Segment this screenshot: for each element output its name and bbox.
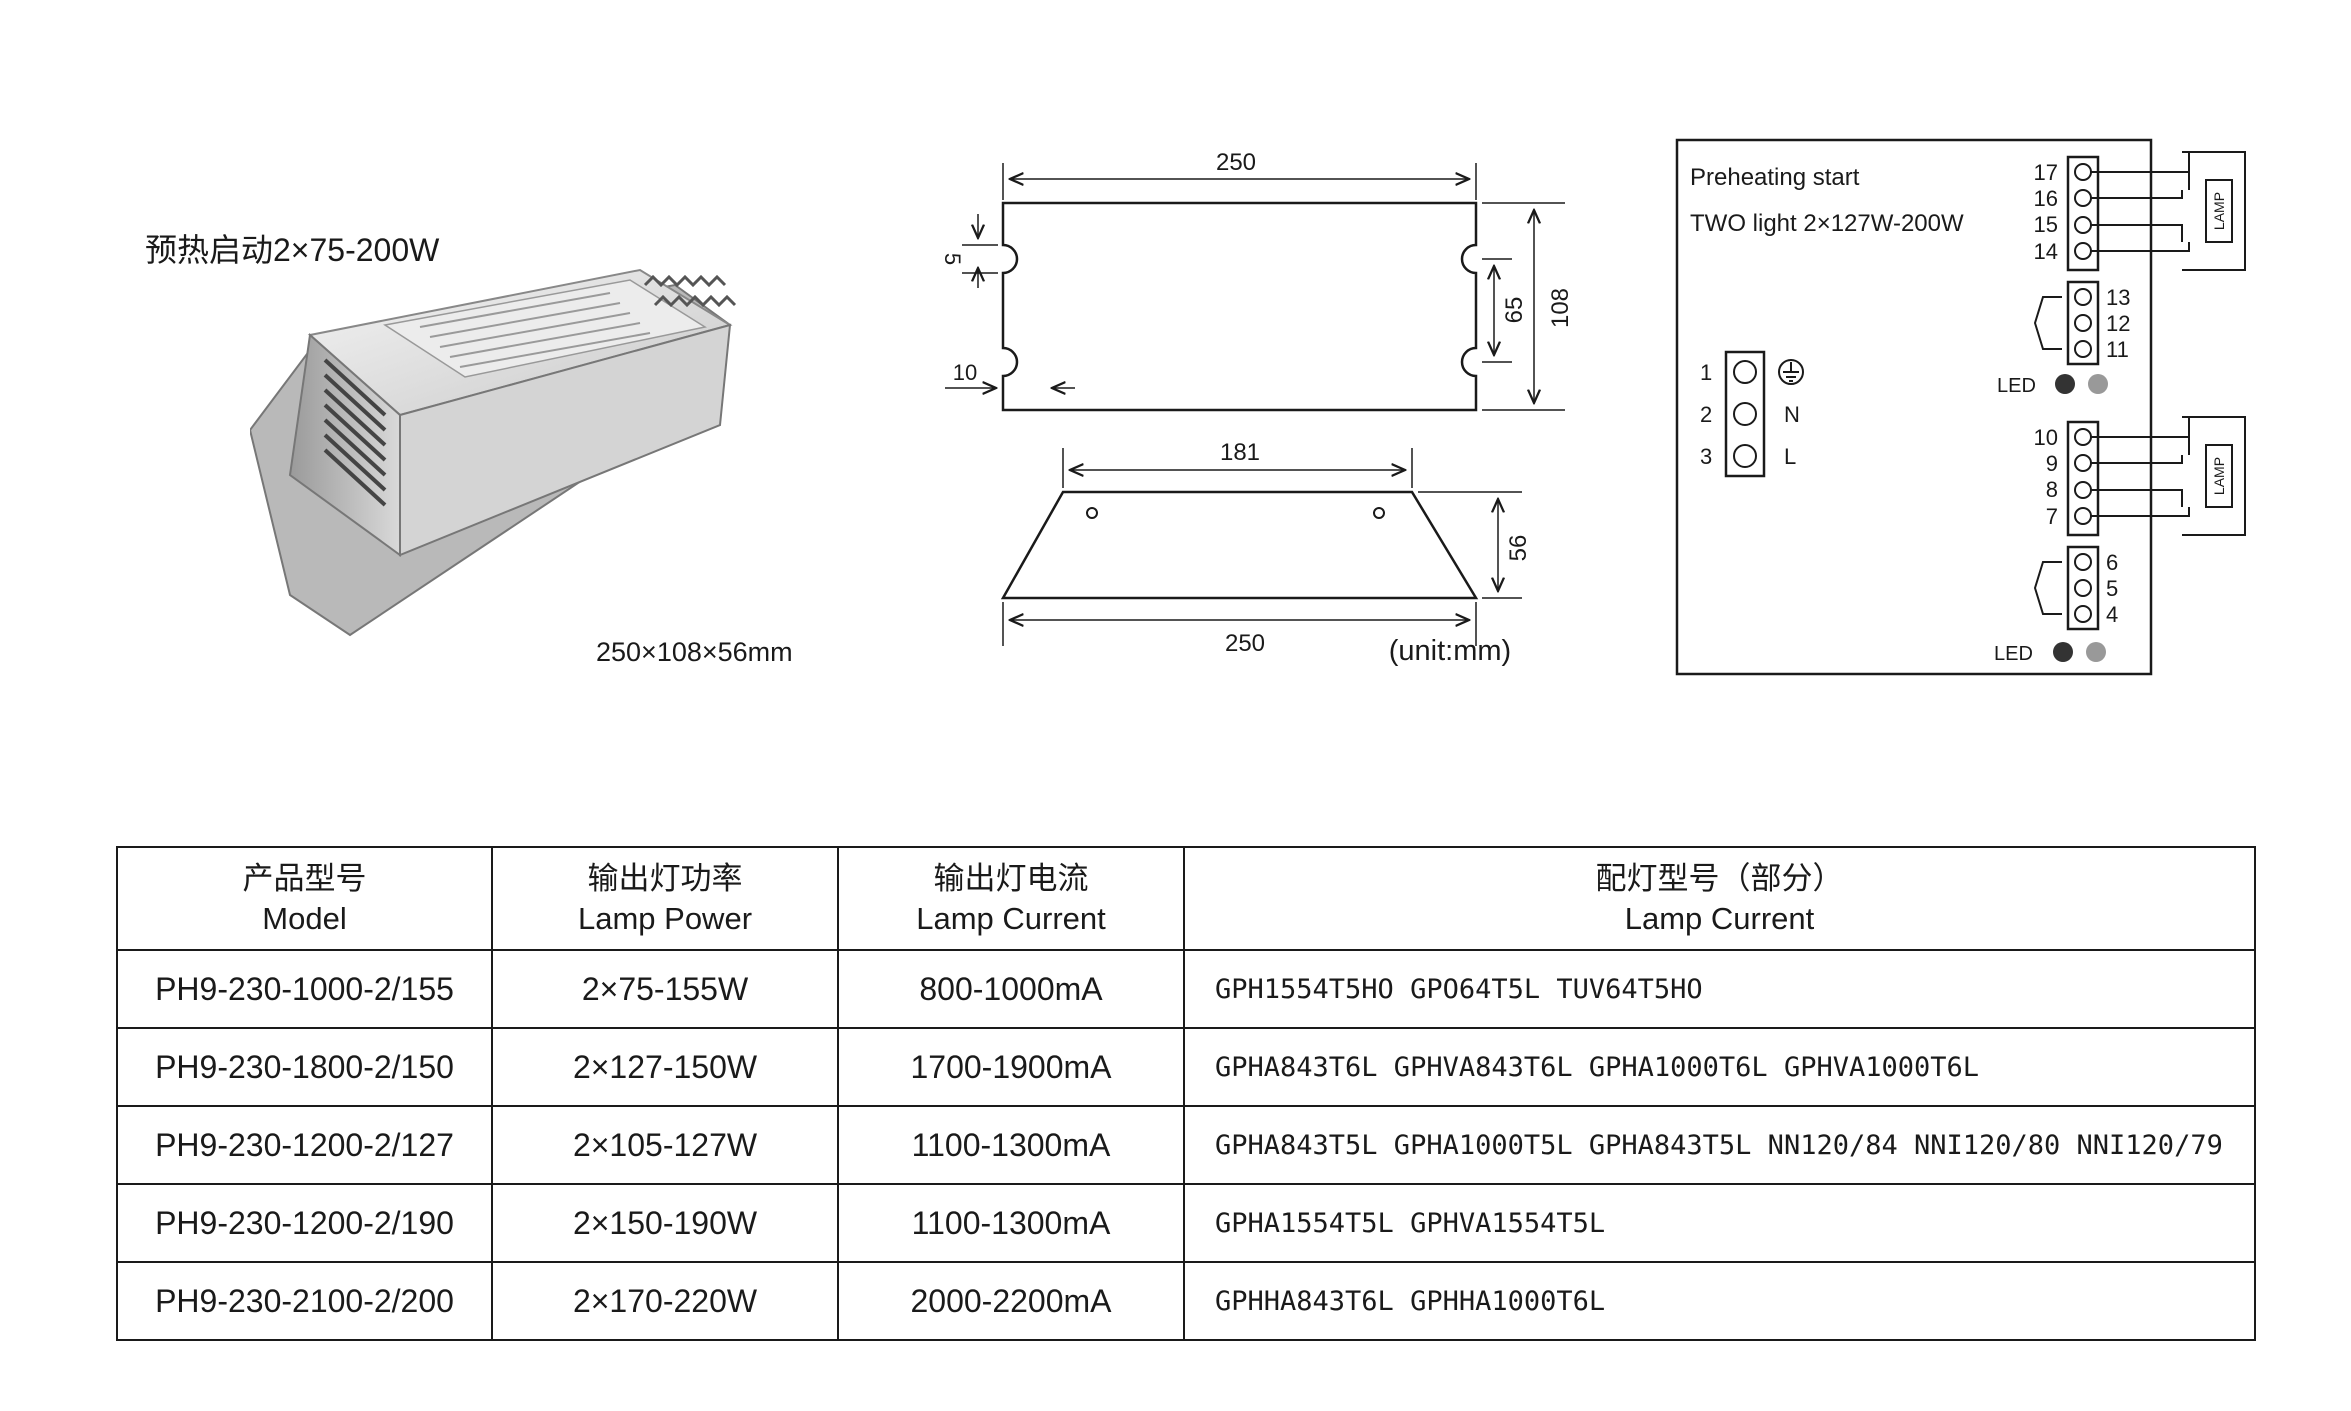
cell-lamps: GPHA1554T5L GPHVA1554T5L xyxy=(1183,1183,2256,1263)
led-indicator-on-upper xyxy=(2055,374,2075,394)
wiring-subtitle: TWO light 2×127W-200W xyxy=(1690,210,1964,237)
dim-height: 56 xyxy=(1505,535,1532,562)
side-view-outline xyxy=(1000,490,1479,600)
pin-16: 16 xyxy=(2034,186,2058,211)
led-indicator-off-upper xyxy=(2088,374,2108,394)
table-row: PH9-230-1200-2/127 2×105-127W 1100-1300m… xyxy=(116,1105,2256,1185)
table-row: PH9-230-2100-2/200 2×170-220W 2000-2200m… xyxy=(116,1261,2256,1341)
table-row: PH9-230-1200-2/190 2×150-190W 1100-1300m… xyxy=(116,1183,2256,1263)
pin-13: 13 xyxy=(2106,285,2130,310)
cell-power: 2×150-190W xyxy=(491,1183,839,1263)
cell-model: PH9-230-2100-2/200 xyxy=(116,1261,493,1341)
cell-current: 2000-2200mA xyxy=(837,1261,1185,1341)
cell-current: 800-1000mA xyxy=(837,949,1185,1029)
product-dimensions: 250×108×56mm xyxy=(596,637,793,667)
cell-lamps: GPHA843T5L GPHA1000T5L GPHA843T5L NN120/… xyxy=(1183,1105,2256,1185)
cell-lamps: GPHA843T6L GPHVA843T6L GPHA1000T6L GPHVA… xyxy=(1183,1027,2256,1107)
pin-4: 4 xyxy=(2106,602,2118,627)
pin-9: 9 xyxy=(2046,451,2058,476)
input-label-l: L xyxy=(1784,444,1796,469)
dim-top-length: 181 xyxy=(1220,439,1260,466)
pin-12: 12 xyxy=(2106,311,2130,336)
pin-15: 15 xyxy=(2034,212,2058,237)
wiring-title: Preheating start xyxy=(1690,164,1860,191)
pin-8: 8 xyxy=(2046,477,2058,502)
cell-power: 2×127-150W xyxy=(491,1027,839,1107)
cell-current: 1100-1300mA xyxy=(837,1183,1185,1263)
cell-model: PH9-230-1200-2/190 xyxy=(116,1183,493,1263)
wiring-diagram-frame xyxy=(1675,138,2153,676)
cell-power: 2×170-220W xyxy=(491,1261,839,1341)
ground-icon xyxy=(1778,359,1804,385)
input-label-n: N xyxy=(1784,402,1800,427)
dim-length-top: 250 xyxy=(1216,149,1256,176)
cell-current: 1100-1300mA xyxy=(837,1105,1185,1185)
unit-label: (unit:mm) xyxy=(1389,635,1511,667)
pin-3: 3 xyxy=(1700,444,1712,469)
lamp-label-upper: LAMP xyxy=(2211,192,2227,230)
dim-width: 108 xyxy=(1547,288,1574,328)
dim-slot-spacing: 65 xyxy=(1501,297,1528,324)
table-row: PH9-230-1800-2/150 2×127-150W 1700-1900m… xyxy=(116,1027,2256,1107)
pin-1: 1 xyxy=(1700,360,1712,385)
product-title: 预热启动2×75-200W xyxy=(145,232,440,268)
lamp-label-lower: LAMP xyxy=(2211,457,2227,495)
pin-6: 6 xyxy=(2106,550,2118,575)
cell-model: PH9-230-1200-2/127 xyxy=(116,1105,493,1185)
led-indicator-on-lower xyxy=(2053,642,2073,662)
ballast-product-image xyxy=(250,268,737,637)
cell-current: 1700-1900mA xyxy=(837,1027,1185,1107)
led-label-upper: LED xyxy=(1997,375,2036,397)
pin-2: 2 xyxy=(1700,402,1712,427)
cell-lamps: GPHHA843T6L GPHHA1000T6L xyxy=(1183,1261,2256,1341)
led-label-lower: LED xyxy=(1994,643,2033,665)
led-indicator-off-lower xyxy=(2086,642,2106,662)
dim-slot-width: 5 xyxy=(940,253,965,265)
cell-lamps: GPH1554T5HO GPO64T5L TUV64T5HO xyxy=(1183,949,2256,1029)
dim-slot-offset: 10 xyxy=(953,360,977,385)
header-compatible-lamps: 配灯型号（部分）Lamp Current xyxy=(1183,846,2256,951)
table-row: PH9-230-1000-2/155 2×75-155W 800-1000mA … xyxy=(116,949,2256,1029)
pin-10: 10 xyxy=(2034,425,2058,450)
top-view-outline xyxy=(1001,201,1478,412)
pin-17: 17 xyxy=(2034,160,2058,185)
pin-7: 7 xyxy=(2046,504,2058,529)
pin-14: 14 xyxy=(2034,239,2058,264)
pin-11: 11 xyxy=(2106,337,2129,362)
dim-bottom-length: 250 xyxy=(1225,630,1265,657)
pin-5: 5 xyxy=(2106,576,2118,601)
cell-model: PH9-230-1800-2/150 xyxy=(116,1027,493,1107)
technical-drawing: 250 108 65 5 10 181 56 250 (unit:mm) Pre… xyxy=(940,138,2246,676)
cell-power: 2×105-127W xyxy=(491,1105,839,1185)
cell-model: PH9-230-1000-2/155 xyxy=(116,949,493,1029)
cell-power: 2×75-155W xyxy=(491,949,839,1029)
